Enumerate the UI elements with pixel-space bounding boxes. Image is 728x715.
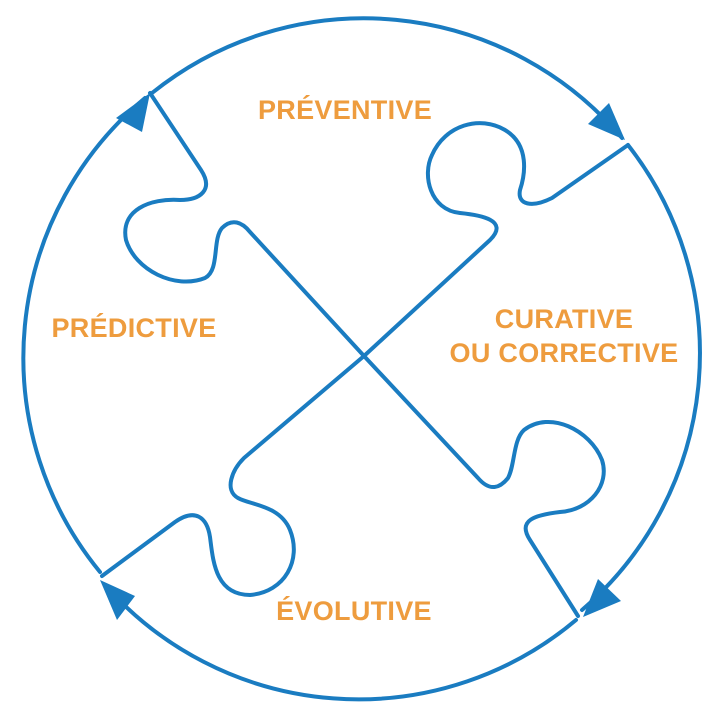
ring-arc-bottom-right [580,143,702,612]
puzzle-seam-top-right [362,121,630,358]
puzzle-seam-bottom-left [100,354,366,597]
ring-arc-bottom-left [103,583,578,702]
ring-arc-top-left [21,96,147,574]
ring-arc-top-right [150,16,624,140]
arrowhead-top-left-icon [116,93,150,132]
label-preventive: PRÉVENTIVE [258,94,432,125]
label-predictive: PRÉDICTIVE [51,312,216,343]
arrowhead-top-right-icon [588,103,625,140]
label-evolutive: ÉVOLUTIVE [276,595,432,626]
arrowhead-bottom-left-icon [100,580,135,620]
puzzle-seam-bottom-right [362,354,606,618]
label-curative-line2: OU CORRECTIVE [450,338,679,368]
arrowhead-bottom-right-icon [583,579,621,617]
puzzle-seam-top-left [123,91,366,358]
label-curative-line1: CURATIVE [495,304,633,334]
